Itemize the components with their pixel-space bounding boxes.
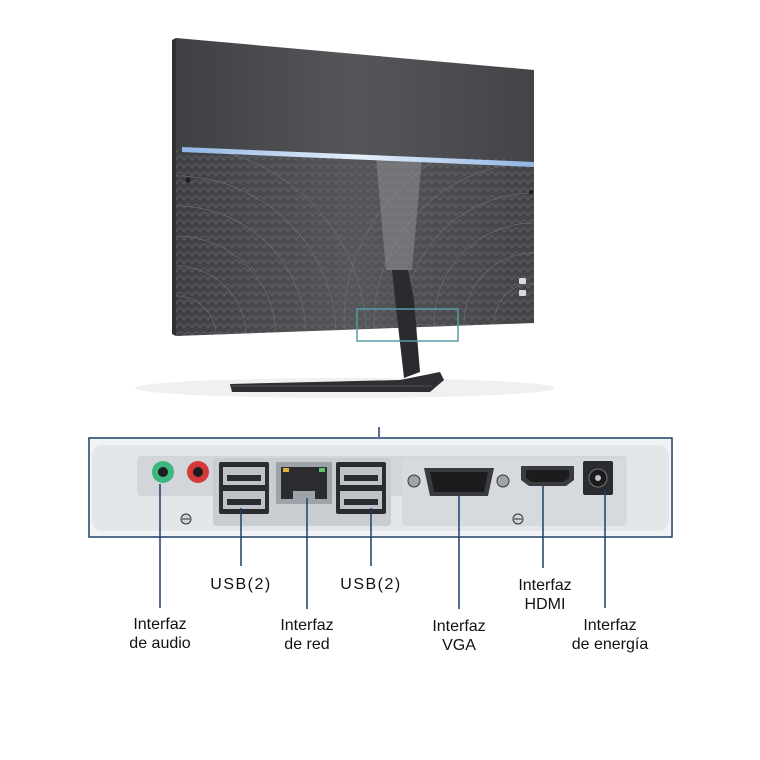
usb-left-label: USB(2) [210,576,272,593]
io-highlight-box [356,308,459,342]
usb-right-label: USB(2) [340,576,402,593]
monitor-rear [135,38,555,398]
vga-interface-label: Interfaz VGA [432,618,486,654]
leader-lines [159,484,606,609]
audio-interface-label: Interfaz de audio [129,616,191,652]
audio-jack-icon [152,461,209,483]
io-panel-zoom [88,427,673,538]
power-interface-label: Interfaz de energía [571,617,649,653]
usb-port-icon [219,462,269,514]
vga-port-icon [407,468,510,496]
light-strip [182,147,534,167]
stand-base [230,372,444,392]
hdmi-interface-label: Interfaz HDMI [518,577,572,613]
stand-neck [392,270,420,378]
hdmi-port-icon [521,466,574,486]
network-interface-label: Interfaz de red [280,617,334,653]
dc-power-jack-icon [583,461,613,495]
ethernet-port-icon [276,462,332,504]
usb-port-icon [336,462,386,514]
